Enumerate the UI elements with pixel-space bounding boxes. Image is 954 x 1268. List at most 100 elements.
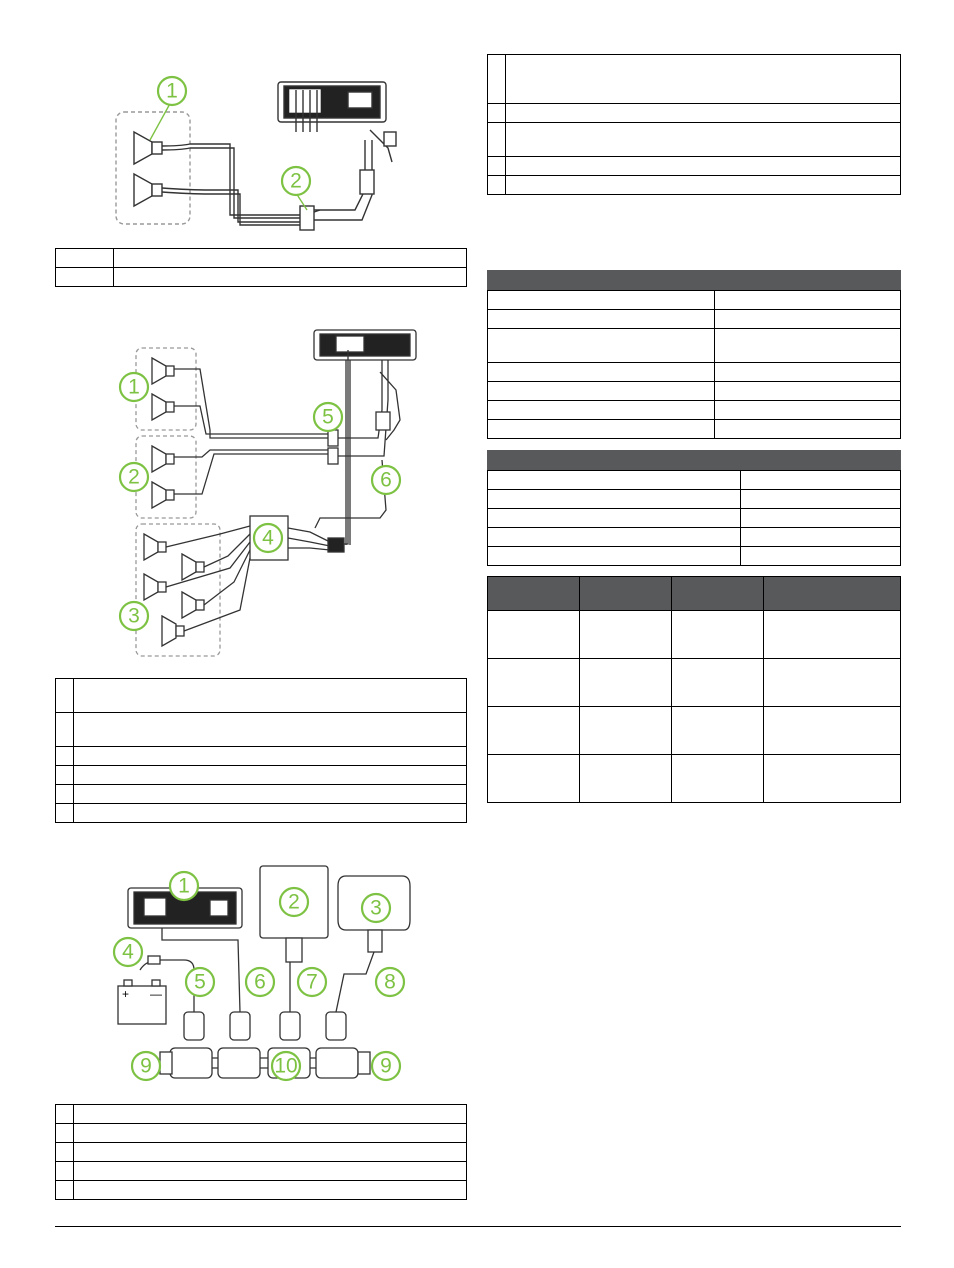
callout-10: 10 (270, 1050, 302, 1082)
table-row (55, 248, 467, 268)
display-icon (337, 875, 411, 931)
svg-text:2: 2 (128, 466, 140, 489)
callout-8: 8 (374, 966, 406, 998)
table-row (487, 754, 901, 803)
spec-table-2-header (487, 450, 901, 470)
table-row (487, 122, 901, 157)
callout-4: 4 (112, 936, 144, 968)
stereo-unit (313, 329, 417, 361)
table-row (55, 746, 467, 766)
stereo-unit (277, 81, 387, 123)
svg-text:1: 1 (128, 376, 140, 399)
svg-text:6: 6 (380, 469, 392, 492)
table-row (487, 103, 901, 123)
table-row (487, 706, 901, 755)
speaker-icon (151, 480, 167, 510)
svg-text:5: 5 (322, 406, 334, 429)
svg-text:3: 3 (370, 897, 382, 920)
speaker-icon (133, 130, 153, 166)
spec-table-2 (487, 470, 901, 566)
table-row (487, 328, 901, 363)
table-row (487, 54, 901, 104)
callout-1: 1 (149, 75, 188, 141)
table-row (487, 527, 901, 547)
table-row (487, 290, 901, 310)
callout-1: 1 (168, 870, 200, 902)
svg-text:9: 9 (380, 1055, 392, 1078)
table-row (55, 1180, 467, 1200)
nmea-network-diagram: + — 1 2 3 4 5 6 7 8 9 10 9 (112, 865, 411, 1082)
table-row (55, 1142, 467, 1162)
svg-text:3: 3 (128, 605, 140, 628)
table-row (487, 362, 901, 382)
table-row (487, 508, 901, 528)
battery-plus: + (122, 987, 129, 1001)
table-row (487, 309, 901, 329)
wiring-diagram-one-zone: 1 2 (115, 75, 397, 231)
speaker-icon (181, 552, 197, 582)
battery-icon (117, 985, 167, 1025)
svg-text:10: 10 (274, 1055, 297, 1078)
svg-text:4: 4 (262, 527, 274, 550)
wiring-diagram-three-zone: 1 2 3 4 5 6 (118, 329, 417, 657)
svg-text:7: 7 (306, 971, 318, 994)
svg-text:1: 1 (166, 80, 178, 103)
speaker-icon (133, 172, 153, 208)
table-row (487, 175, 901, 195)
svg-text:2: 2 (288, 891, 300, 914)
callout-2: 2 (118, 461, 150, 493)
table-row (487, 156, 901, 176)
table-row (487, 489, 901, 509)
speaker-icon (143, 532, 159, 562)
legend-table-2 (55, 678, 467, 823)
speaker-icon (151, 392, 167, 422)
table-row (55, 678, 467, 713)
table-row (487, 381, 901, 401)
table-row (487, 470, 901, 490)
table-row (487, 546, 901, 566)
spec-table-3 (487, 576, 901, 803)
legend-table-1 (55, 248, 467, 287)
speaker-icon (151, 444, 167, 474)
table-row (487, 610, 901, 659)
callout-2: 2 (280, 165, 312, 211)
table-header-row (487, 576, 901, 611)
svg-text:1: 1 (178, 875, 190, 898)
callout-5: 5 (184, 966, 216, 998)
speaker-icon (181, 590, 197, 620)
svg-text:5: 5 (194, 971, 206, 994)
callout-6: 6 (244, 966, 276, 998)
spec-table-1-header (487, 270, 901, 290)
table-row (55, 1161, 467, 1181)
table-row (55, 1104, 467, 1124)
table-row (55, 803, 467, 823)
svg-text:2: 2 (290, 170, 302, 193)
legend-table-4 (487, 54, 901, 195)
callout-1: 1 (118, 371, 150, 403)
table-row (55, 1123, 467, 1143)
callout-5: 5 (312, 401, 344, 433)
speaker-icon (143, 572, 159, 602)
callout-4: 4 (252, 522, 284, 554)
svg-text:6: 6 (254, 971, 266, 994)
speaker-icon (161, 614, 177, 648)
table-row (55, 712, 467, 747)
callout-3: 3 (360, 892, 392, 924)
battery-minus: — (150, 987, 162, 1001)
legend-table-3 (55, 1104, 467, 1200)
table-row (487, 400, 901, 420)
callout-7: 7 (296, 966, 328, 998)
svg-text:9: 9 (140, 1055, 152, 1078)
table-row (487, 658, 901, 707)
callout-6: 6 (370, 464, 402, 496)
callout-3: 3 (118, 600, 150, 632)
table-row (55, 784, 467, 804)
callout-9b: 9 (370, 1050, 402, 1082)
svg-text:4: 4 (122, 941, 134, 964)
table-row (55, 267, 467, 287)
footer-rule (55, 1226, 901, 1227)
spec-table-1 (487, 290, 901, 439)
table-row (55, 765, 467, 785)
callout-9: 9 (130, 1050, 162, 1082)
speaker-icon (151, 356, 167, 386)
